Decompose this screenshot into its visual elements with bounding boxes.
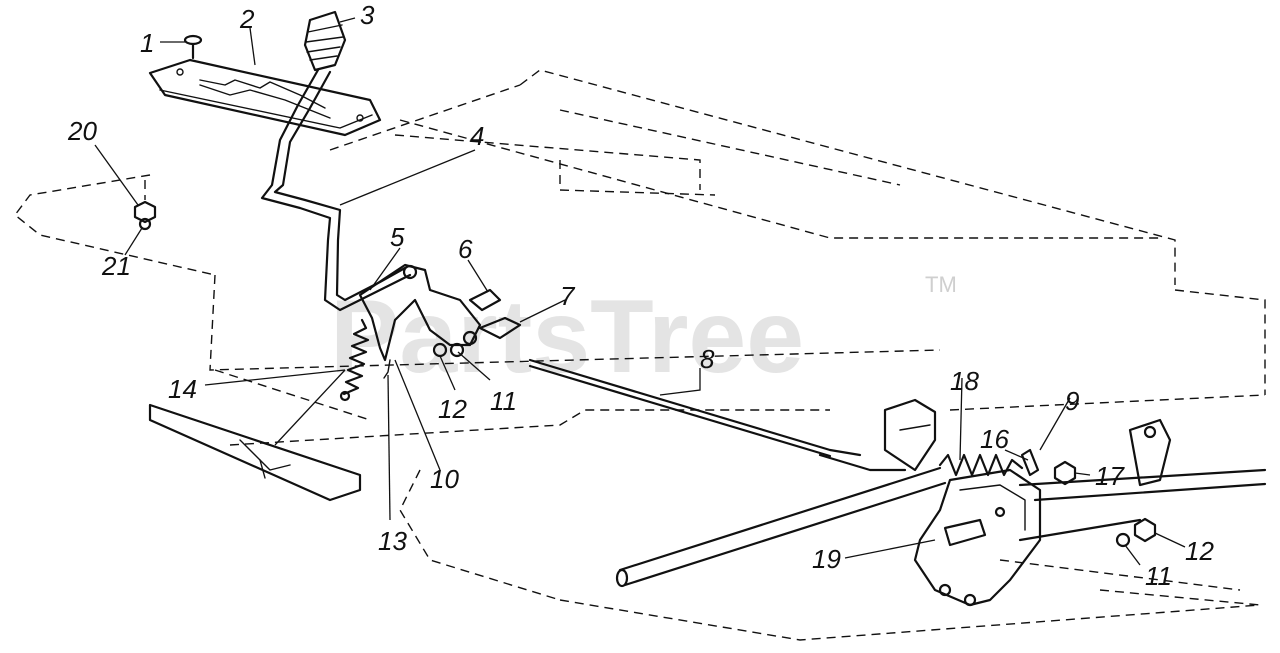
callout-21: 21	[101, 251, 131, 281]
nuts-washers	[133, 200, 1157, 548]
callout-9: 9	[1065, 386, 1079, 416]
callout-10: 10	[430, 464, 459, 494]
callout-11-right: 11	[1145, 561, 1172, 591]
callout-14: 14	[168, 374, 197, 404]
callout-12-left: 12	[438, 394, 467, 424]
callout-8: 8	[700, 344, 715, 374]
shift-lever	[260, 68, 412, 312]
callout-7: 7	[560, 281, 576, 311]
callout-17: 17	[1095, 461, 1125, 491]
screw	[183, 34, 203, 60]
callout-labels: 1 2 3 4 5 6 7 8 9 10 11 11 12 12 13 14 1…	[67, 0, 1214, 591]
watermark-trademark: TM	[925, 272, 957, 297]
front-rod	[615, 466, 947, 588]
spring-14	[339, 318, 370, 402]
callout-1: 1	[140, 28, 154, 58]
callout-13: 13	[378, 526, 407, 556]
callout-19: 19	[812, 544, 841, 574]
frame-rail	[148, 403, 362, 502]
callout-4: 4	[470, 121, 484, 151]
callout-2: 2	[239, 4, 255, 34]
callout-12-right: 12	[1185, 536, 1214, 566]
tractor-body-outline	[14, 69, 1266, 641]
shift-knob	[303, 10, 347, 72]
callout-3: 3	[360, 0, 375, 30]
callout-18: 18	[950, 366, 979, 396]
spring-18	[938, 453, 1024, 477]
callout-16: 16	[980, 424, 1009, 454]
shift-plate	[148, 58, 382, 137]
shift-rod	[528, 358, 862, 458]
watermark-text: PartsTree	[330, 279, 804, 395]
leader-lines	[94, 17, 1186, 566]
linkage-assembly	[358, 263, 522, 379]
callout-6: 6	[458, 234, 473, 264]
callout-20: 20	[67, 116, 97, 146]
callout-5: 5	[390, 222, 405, 252]
center-bracket	[818, 398, 937, 472]
callout-11-left: 11	[490, 386, 517, 416]
clutch-plate-assembly	[913, 468, 1042, 607]
